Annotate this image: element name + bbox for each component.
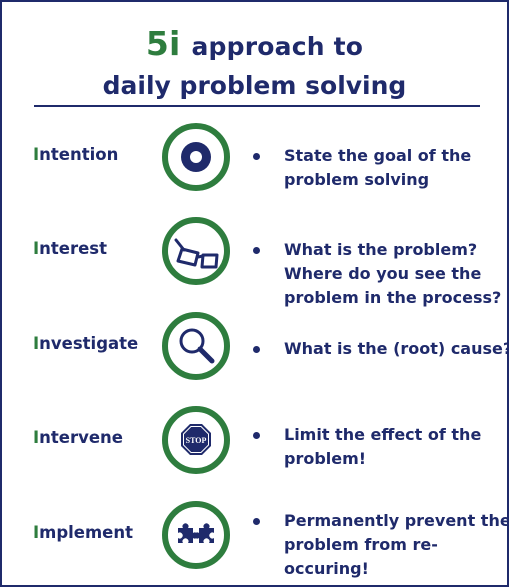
step-name-intention: Intention — [33, 145, 118, 164]
description-line: problem solving — [284, 170, 430, 189]
stop-sign-label: STOP — [186, 436, 207, 445]
step-intention: Intention State the goal of the problem … — [2, 120, 507, 210]
step-initial: I — [33, 239, 40, 258]
step-name-rest: ntention — [39, 145, 119, 164]
title-accent: 5i — [145, 24, 181, 63]
step-initial: I — [33, 523, 40, 542]
description-line: Where do you see the — [284, 264, 482, 283]
description-line: problem from re- — [284, 535, 438, 554]
bullet — [253, 247, 260, 254]
step-name-rest: nterest — [39, 239, 108, 258]
step-initial: I — [33, 428, 40, 447]
bullet — [253, 153, 260, 160]
step-description-intervene: Limit the effect of the problem! — [284, 423, 499, 471]
step-interest: Interest What is the problem? Where do y… — [2, 214, 507, 307]
description-line: occuring! — [284, 559, 369, 578]
step-intervene: Intervene STOP Limit the effect of the p… — [2, 403, 507, 493]
title-line-1: 5i approach to — [2, 24, 507, 63]
bullet — [253, 432, 260, 439]
step-name-rest: mplement — [39, 523, 134, 542]
magnifier-icon — [162, 312, 230, 380]
description-line: problem in the process? — [284, 288, 502, 307]
description-line: Limit the effect of the — [284, 425, 482, 444]
description-line: Permanently prevent the — [284, 511, 509, 530]
step-name-investigate: Investigate — [33, 334, 138, 353]
step-description-implement: Permanently prevent the problem from re-… — [284, 509, 509, 581]
target-icon — [162, 123, 230, 191]
step-description-intention: State the goal of the problem solving — [284, 144, 499, 192]
glasses-icon — [162, 217, 230, 285]
step-name-rest: ntervene — [39, 428, 123, 447]
title-line-1-text: approach to — [191, 32, 364, 61]
step-implement: Implement Permanently prevent the proble… — [2, 498, 509, 588]
description-line: What is the (root) cause? — [284, 339, 509, 358]
step-name-rest: nvestigate — [39, 334, 139, 353]
puzzle-icon — [162, 501, 230, 569]
step-name-interest: Interest — [33, 239, 107, 258]
bullet — [253, 346, 260, 353]
bullet — [253, 518, 260, 525]
title-divider — [34, 105, 480, 107]
title-line-2: daily problem solving — [102, 71, 407, 100]
step-description-interest: What is the problem? Where do you see th… — [284, 238, 502, 310]
step-investigate: Investigate What is the (root) cause? — [2, 309, 509, 399]
step-initial: I — [33, 334, 40, 353]
step-name-implement: Implement — [33, 523, 133, 542]
description-line: problem! — [284, 449, 367, 468]
step-description-investigate: What is the (root) cause? — [284, 337, 509, 361]
step-initial: I — [33, 145, 40, 164]
description-line: State the goal of the — [284, 146, 472, 165]
description-line: What is the problem? — [284, 240, 478, 259]
step-name-intervene: Intervene — [33, 428, 123, 447]
stop-sign-icon: STOP — [162, 406, 230, 474]
